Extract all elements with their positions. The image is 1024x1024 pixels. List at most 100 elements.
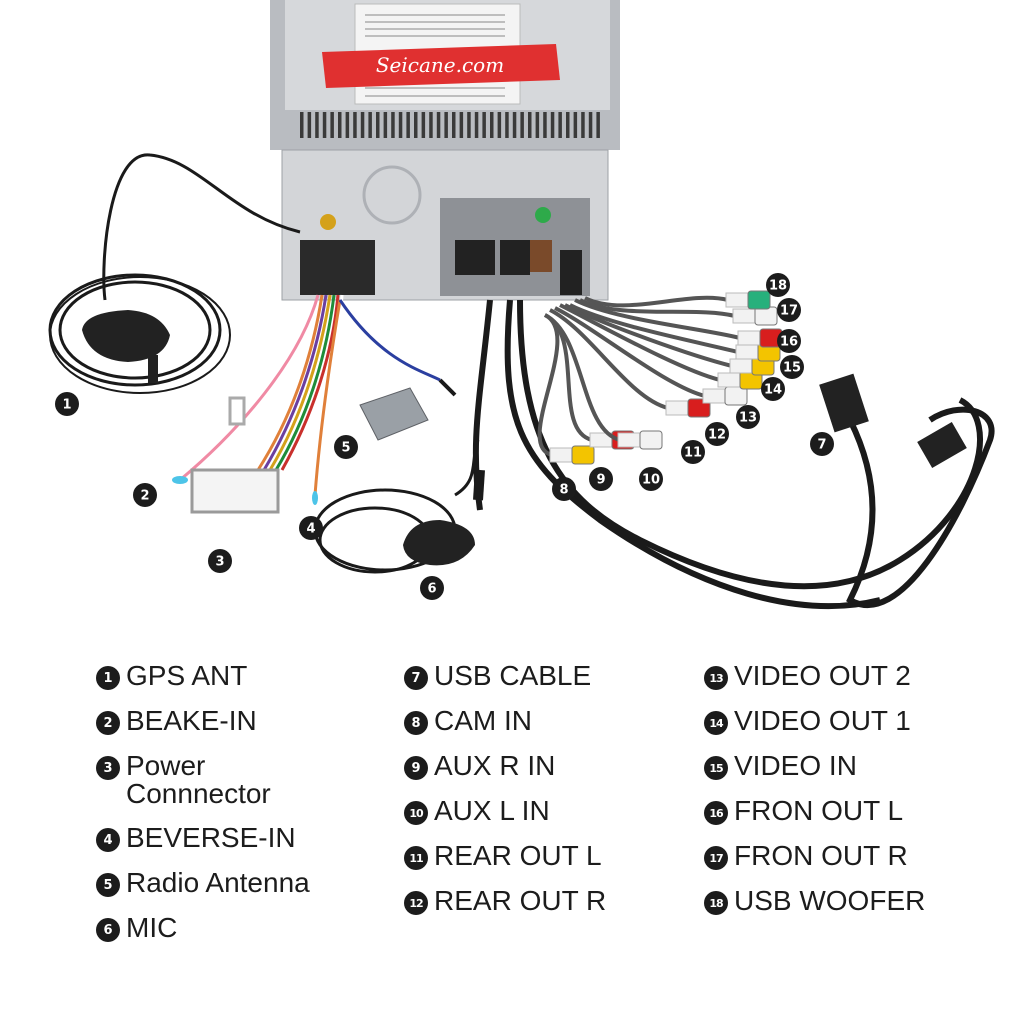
callout-8: 8: [552, 477, 576, 501]
legend-label: BEVERSE-IN: [126, 822, 296, 853]
callout-11: 11: [681, 440, 705, 464]
legend-number-badge: 9: [404, 756, 428, 780]
legend-label: FRON OUT L: [734, 795, 904, 826]
callout-number: 14: [764, 383, 782, 398]
radio-antenna-adapter: [359, 378, 457, 441]
legend-label: VIDEO OUT 2: [734, 660, 911, 691]
usb-cable: [819, 373, 995, 609]
legend-label: Power Connnector: [126, 750, 271, 809]
rca-connectors: [537, 290, 783, 465]
callout-6: 6: [420, 576, 444, 600]
callout-number: 10: [642, 473, 660, 488]
legend-label: AUX R IN: [434, 750, 556, 781]
legend-label: Radio Antenna: [126, 867, 310, 898]
legend-number-badge: 16: [704, 801, 728, 825]
callout-number: 5: [341, 441, 350, 456]
callout-number: 11: [684, 446, 702, 461]
brand-label: [322, 44, 560, 88]
legend-label: CAM IN: [434, 705, 532, 736]
legend-number-badge: 7: [404, 666, 428, 690]
callout-number: 6: [427, 582, 436, 597]
legend-label: VIDEO IN: [734, 750, 857, 781]
legend-number-badge: 12: [404, 891, 428, 915]
legend-number-badge: 13: [704, 666, 728, 690]
legend-number-badge: 3: [96, 756, 120, 780]
callout-number: 16: [780, 335, 798, 350]
legend-number-badge: 5: [96, 873, 120, 897]
callout-number: 4: [306, 522, 315, 537]
legend-number-badge: 18: [704, 891, 728, 915]
callout-number: 8: [559, 483, 568, 498]
callout-number: 15: [783, 361, 801, 376]
callout-15: 15: [780, 355, 804, 379]
callout-number: 9: [596, 473, 605, 488]
callout-number: 18: [769, 279, 787, 294]
legend-label: BEAKE-IN: [126, 705, 257, 736]
legend-number-badge: 17: [704, 846, 728, 870]
legend-number-badge: 10: [404, 801, 428, 825]
legend-number-badge: 4: [96, 828, 120, 852]
legend-label: MIC: [126, 912, 178, 943]
callout-3: 3: [208, 549, 232, 573]
callout-number: 7: [817, 438, 826, 453]
legend-number-badge: 6: [96, 918, 120, 942]
legend-label: AUX L IN: [434, 795, 550, 826]
legend-number-badge: 15: [704, 756, 728, 780]
callout-number: 1: [62, 398, 71, 413]
callout-5: 5: [334, 435, 358, 459]
legend-label: USB CABLE: [434, 660, 592, 691]
callout-12: 12: [705, 422, 729, 446]
legend-number-badge: 14: [704, 711, 728, 735]
power-harness: [172, 294, 441, 514]
callout-number: 2: [140, 489, 149, 504]
legend-label: REAR OUT R: [434, 885, 607, 916]
callout-13: 13: [736, 405, 760, 429]
callout-17: 17: [777, 298, 801, 322]
microphone: [313, 439, 480, 574]
legend-number-badge: 1: [96, 666, 120, 690]
callout-number: 17: [780, 304, 798, 319]
legend-number-badge: 2: [96, 711, 120, 735]
legend-number-badge: 11: [404, 846, 428, 870]
callout-4: 4: [299, 516, 323, 540]
brand-label-text: Seicane.com: [376, 53, 504, 77]
legend-label: USB WOOFER: [734, 885, 926, 916]
legend-label: FRON OUT R: [734, 840, 908, 871]
legend-label: REAR OUT L: [434, 840, 602, 871]
callout-2: 2: [133, 483, 157, 507]
callout-16: 16: [777, 329, 801, 353]
callout-number: 13: [739, 411, 757, 426]
legend-label: GPS ANT: [126, 660, 248, 691]
wiring-photo: Seicane.com: [48, 0, 995, 610]
legend-number-badge: 8: [404, 711, 428, 735]
callout-7: 7: [810, 432, 834, 456]
callout-9: 9: [589, 467, 613, 491]
head-unit: Seicane.com: [270, 0, 620, 301]
callout-18: 18: [766, 273, 790, 297]
legend-label: VIDEO OUT 1: [734, 705, 911, 736]
callout-number: 12: [708, 428, 726, 443]
callout-number: 3: [215, 555, 224, 570]
callout-10: 10: [639, 467, 663, 491]
